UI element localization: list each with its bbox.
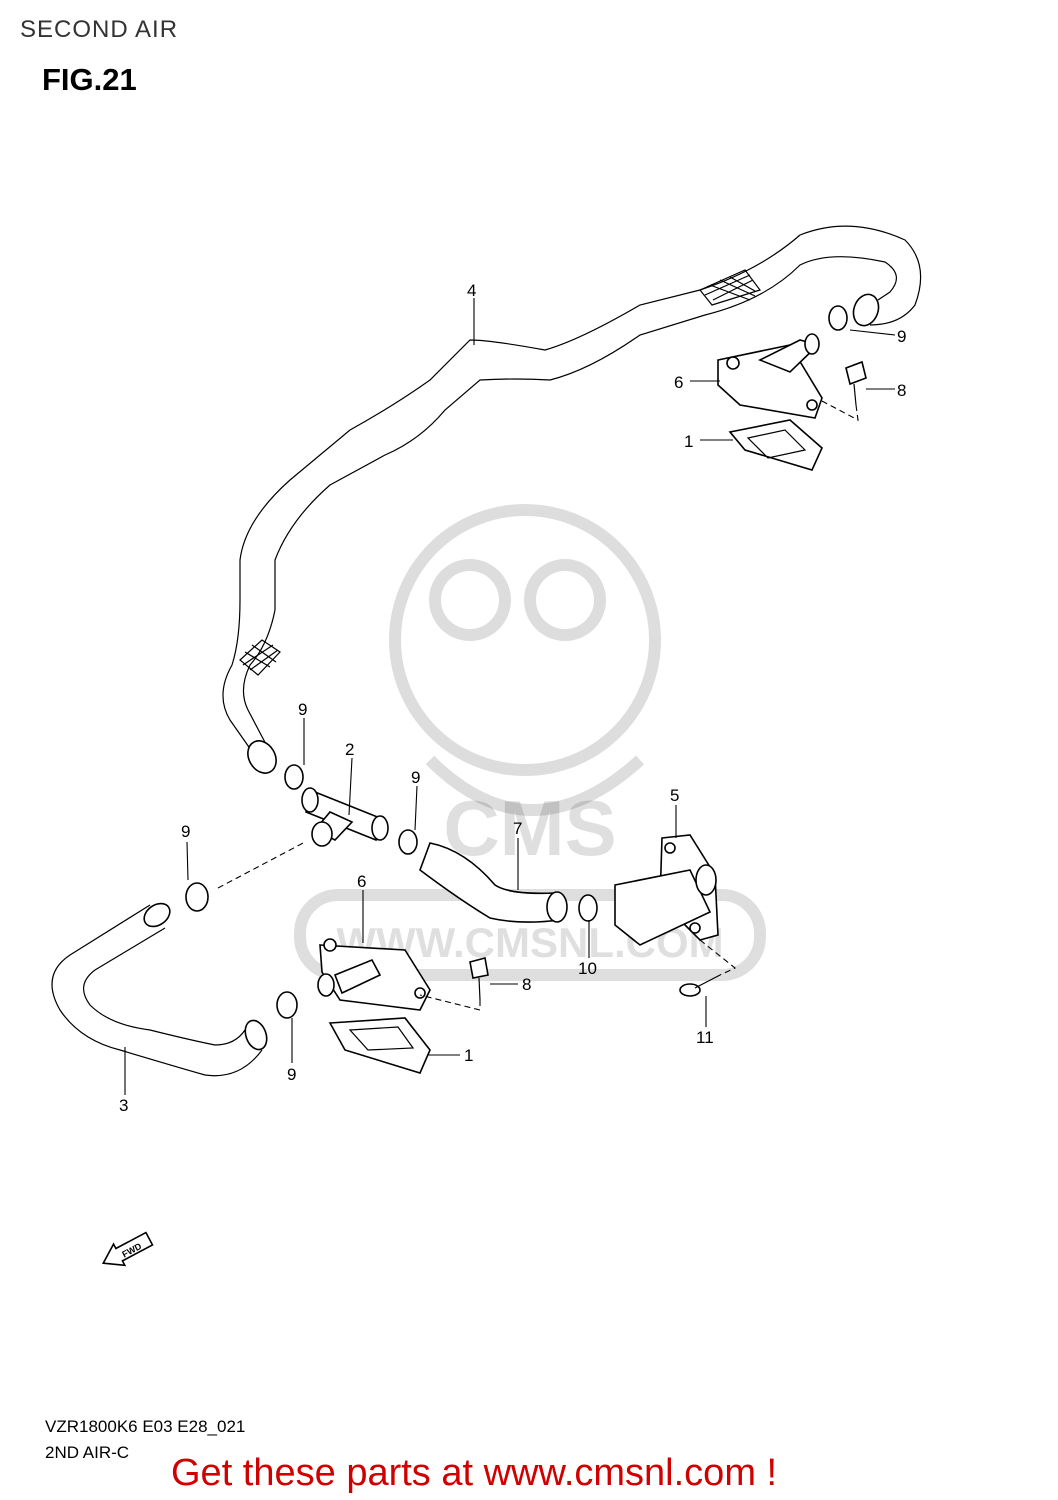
callout-6-cover-top: 6: [674, 373, 683, 392]
tee-joint-part-2: [301, 787, 389, 847]
cover-bottom-nozzle: [317, 973, 335, 997]
clamp-part-10: [578, 894, 598, 922]
cover-top-bolt-hole-2: [806, 399, 818, 411]
bolt-bottom-part-8: [469, 957, 489, 1001]
tee-end-down: [311, 821, 333, 847]
clamp-mid-left: [284, 764, 304, 790]
hose-7-end: [546, 891, 568, 923]
hose-short-part-7: [419, 842, 568, 923]
clamp-left: [185, 882, 209, 912]
callout-labels: 4 9 6 8 1 9 2 9 9 7 5 6 10 8 11 9 1 3: [119, 281, 906, 1115]
callout-1-gasket-bottom: 1: [464, 1046, 473, 1065]
leader-lines: [124, 298, 896, 1095]
callout-8-bolt-bottom: 8: [522, 975, 531, 994]
model-code: VZR1800K6 E03 E28_021: [45, 1417, 246, 1436]
cover-top-bolt-hole: [726, 356, 740, 370]
reed-valve-cover-top-part-6: [717, 333, 823, 419]
bolt-top-part-8: [845, 360, 867, 406]
gasket-bottom-part-1: [328, 1017, 431, 1074]
watermark-mascot-collar: [425, 755, 645, 816]
clamp-bottom: [276, 991, 298, 1019]
hose-4-end-lower: [247, 740, 277, 774]
watermark-mascot-head: [389, 504, 661, 776]
hose-lower-part-3: [51, 902, 268, 1077]
tee-end-right: [371, 815, 389, 841]
callout-8-bolt-top: 8: [897, 381, 906, 400]
clamps: [185, 305, 848, 1019]
watermark-goggle-right: [524, 559, 606, 641]
cover-bottom-bolt-hole: [323, 938, 337, 952]
hose-upper-part-4: [222, 225, 922, 774]
callout-10-clamp: 10: [578, 959, 597, 978]
callout-9-clamp-bottom: 9: [287, 1065, 296, 1084]
callout-9-clamp-left: 9: [181, 822, 190, 841]
control-valve-part-5: [614, 834, 719, 946]
hose-3-end-top: [143, 902, 171, 928]
tee-end-left: [301, 787, 319, 813]
callout-9-clamp-tee-right: 9: [411, 768, 420, 787]
callout-11-screw: 11: [696, 1028, 714, 1047]
hose-4-end-upper: [852, 293, 880, 327]
fwd-arrow-icon: FWD: [102, 1231, 154, 1267]
clamp-top-right: [828, 305, 848, 331]
promo-link[interactable]: Get these parts at www.cmsnl.com !: [171, 1452, 778, 1494]
watermark-goggle-left: [429, 559, 511, 641]
clamp-tee-right: [398, 829, 418, 855]
section-title: SECOND AIR: [20, 16, 179, 43]
figure-label: FIG.21: [42, 62, 137, 97]
callout-9-clamp-top-right: 9: [897, 327, 906, 346]
callout-4-hose: 4: [467, 281, 476, 300]
valve-mount-hole-bottom: [689, 922, 701, 934]
callout-1-gasket-top: 1: [684, 432, 693, 451]
screw-part-11: [679, 974, 721, 997]
valve-mount-hole-top: [664, 842, 676, 854]
watermark-logo-text: CMS: [443, 784, 616, 872]
cover-top-nozzle: [804, 333, 820, 355]
diagram-subtitle: 2ND AIR-C: [45, 1443, 130, 1462]
gasket-top-part-1: [728, 419, 823, 471]
hose-3-end-bottom: [244, 1019, 268, 1051]
callout-3-hose: 3: [119, 1096, 128, 1115]
callout-9-clamp-mid-left: 9: [298, 700, 307, 719]
cover-bottom-bolt-hole-2: [414, 987, 426, 999]
valve-connector: [695, 864, 717, 896]
callout-5-valve: 5: [670, 786, 679, 805]
reed-valve-cover-bottom-part-6: [317, 938, 431, 1011]
callout-7-hose: 7: [513, 819, 522, 838]
callout-2-tee: 2: [345, 740, 354, 759]
callout-6-cover-bottom: 6: [357, 872, 366, 891]
